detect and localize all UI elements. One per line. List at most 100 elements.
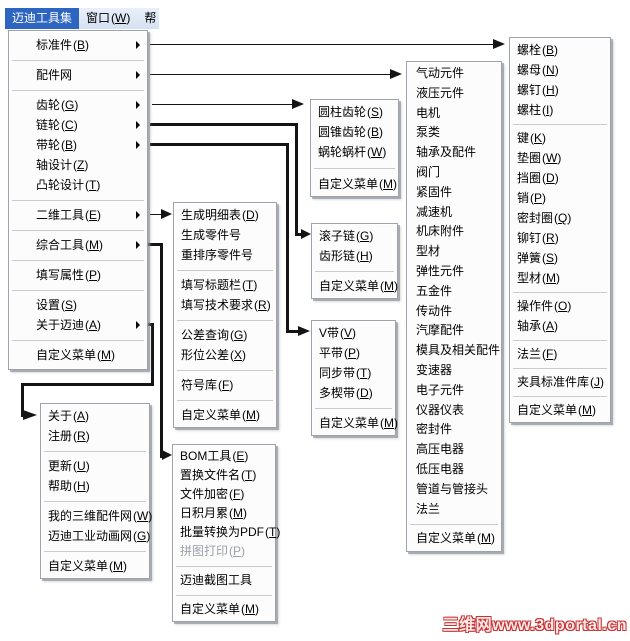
std-parts-menu-item[interactable]: 夹具标准件库(J)	[510, 372, 610, 392]
main-menu-item[interactable]: 凸轮设计(T)	[9, 175, 147, 195]
about-connector	[21, 382, 24, 417]
parts-net-menu-item[interactable]: 轴承及配件	[407, 143, 501, 163]
main-menu-item[interactable]: 关于迈迪(A)	[9, 315, 147, 335]
parts-net-menu-item[interactable]: 气动元件	[407, 64, 501, 84]
parts-net-menu-item[interactable]: 电机	[407, 104, 501, 124]
tools-2d-menu-item[interactable]: 生成零件号	[174, 225, 276, 245]
parts-net-menu-item[interactable]: 五金件	[407, 282, 501, 302]
parts-net-menu-item[interactable]: 泵类	[407, 123, 501, 143]
chain-menu-item[interactable]: 滚子链(G)	[312, 226, 397, 246]
tools-2d-menu-item[interactable]: 自定义菜单(M)	[174, 405, 276, 425]
misc-tools-menu-item[interactable]: BOM工具(E)	[173, 447, 275, 466]
about-menu-item[interactable]: 自定义菜单(M)	[41, 556, 149, 576]
std-parts-menu-item[interactable]: 轴承(A)	[510, 316, 610, 336]
about-menu-item[interactable]: 迈迪工业动画网(G)	[41, 526, 150, 546]
about-menu-item[interactable]: 我的三维配件网(W)	[41, 506, 152, 526]
parts-net-menu-item[interactable]: 机床附件	[407, 222, 501, 242]
main-menu-item[interactable]: 二维工具(E)	[9, 205, 147, 225]
std-parts-menu-item[interactable]: 螺母(N)	[510, 60, 610, 80]
gear-menu-item[interactable]: 自定义菜单(M)	[311, 174, 398, 194]
std-parts-menu-item[interactable]: 销(P)	[510, 188, 610, 208]
about-menu-item[interactable]: 帮助(H)	[41, 476, 149, 496]
tools-2d-menu-item[interactable]: 填写技术要求(R)	[174, 295, 276, 315]
menubar-tab-2[interactable]: 帮	[137, 8, 159, 29]
submenu-arrow-icon	[136, 41, 140, 49]
belt-menu-item[interactable]: 自定义菜单(M)	[312, 413, 398, 433]
std-parts-menu-item[interactable]: 垫圈(W)	[510, 148, 610, 168]
parts-net-menu-item[interactable]: 减速机	[407, 203, 501, 223]
std-parts-menu-item[interactable]: 操作件(O)	[510, 296, 610, 316]
misc-tools-menu-item[interactable]: 日积月累(M)	[173, 504, 275, 523]
parts-net-menu-item[interactable]: 仪器仪表	[407, 401, 501, 421]
tools-2d-menu-item[interactable]: 填写标题栏(T)	[174, 275, 276, 295]
parts-net-menu-item[interactable]: 紧固件	[407, 183, 501, 203]
tools-2d-menu-item[interactable]: 公差查询(G)	[174, 325, 276, 345]
parts-net-menu-item[interactable]: 管道与管接头	[407, 480, 501, 500]
main-menu-item[interactable]: 设置(S)	[9, 295, 147, 315]
menubar-tab-0[interactable]: 迈迪工具集	[5, 8, 80, 29]
main-menu-item[interactable]: 标准件(B)	[9, 35, 147, 55]
parts-net-menu-item[interactable]: 密封件	[407, 420, 501, 440]
misc-tools-menu-item[interactable]: 置换文件名(T)	[173, 466, 275, 485]
belt-menu-item[interactable]: 同步带(T)	[312, 363, 395, 383]
tools-2d-menu-item[interactable]: 形位公差(X)	[174, 345, 276, 365]
chain-menu-item[interactable]: 齿形链(H)	[312, 246, 397, 266]
accel-key: (D)	[542, 171, 559, 185]
parts-net-menu-item[interactable]: 低压电器	[407, 460, 501, 480]
main-menu-item[interactable]: 综合工具(M)	[9, 235, 147, 255]
std-parts-menu-item[interactable]: 键(K)	[510, 128, 610, 148]
chain-menu-item[interactable]: 自定义菜单(M)	[312, 276, 398, 296]
about-menu-item[interactable]: 注册(R)	[41, 426, 149, 446]
parts-net-menu-item[interactable]: 自定义菜单(M)	[407, 529, 501, 549]
parts-net-menu-item[interactable]: 法兰	[407, 500, 501, 520]
main-menu-item[interactable]: 配件网	[9, 65, 147, 85]
std-parts-menu-item[interactable]: 螺柱(I)	[510, 100, 610, 120]
tools-2d-menu-item[interactable]: 生成明细表(D)	[174, 205, 276, 225]
main-menu-item[interactable]: 轴设计(Z)	[9, 155, 147, 175]
parts-net-menu-item[interactable]: 变速器	[407, 361, 501, 381]
menu-item-label: 链轮	[36, 118, 61, 132]
parts-net-menu-item[interactable]: 高压电器	[407, 440, 501, 460]
parts-net-menu-item[interactable]: 阀门	[407, 163, 501, 183]
gear-menu-item[interactable]: 圆锥齿轮(B)	[311, 122, 398, 142]
parts-net-menu-item[interactable]: 传动件	[407, 302, 501, 322]
main-menu-item[interactable]: 带轮(B)	[9, 135, 147, 155]
tools-2d-menu-item[interactable]: 符号库(F)	[174, 375, 276, 395]
parts-net-menu-item[interactable]: 弹性元件	[407, 262, 501, 282]
tools-2d-menu-item[interactable]: 重排序零件号	[174, 245, 276, 265]
std-parts-menu-item[interactable]: 挡圈(D)	[510, 168, 610, 188]
belt-menu-item[interactable]: 多楔带(D)	[312, 383, 395, 403]
gear-menu-item[interactable]: 蜗轮蜗杆(W)	[311, 142, 398, 162]
std-parts-menu-item[interactable]: 密封圈(Q)	[510, 208, 610, 228]
main-menu-item[interactable]: 链轮(C)	[9, 115, 147, 135]
std-parts-menu-item[interactable]: 螺栓(B)	[510, 40, 610, 60]
std-parts-menu-item[interactable]: 型材(M)	[510, 268, 610, 288]
menu-item-label: 多楔带	[319, 386, 356, 400]
main-menu-item[interactable]: 自定义菜单(M)	[9, 345, 147, 365]
belt-menu-item[interactable]: V带(V)	[312, 323, 395, 343]
std-parts-menu-item[interactable]: 自定义菜单(M)	[510, 400, 610, 420]
misc-tools-menu-item[interactable]: 文件加密(F)	[173, 485, 275, 504]
std-parts-menu-item[interactable]: 法兰(F)	[510, 344, 610, 364]
main-menu-item[interactable]: 填写属性(P)	[9, 265, 147, 285]
gear-menu-item[interactable]: 圆柱齿轮(S)	[311, 102, 398, 122]
std-parts-menu-item[interactable]: 铆钉(R)	[510, 228, 610, 248]
misc-tools-menu-item[interactable]: 批量转换为PDF(T)	[173, 523, 280, 542]
menubar-tab-1[interactable]: 窗口(W)	[79, 8, 137, 29]
std-parts-menu-item[interactable]: 螺钉(H)	[510, 80, 610, 100]
parts-net-menu-item[interactable]: 汽摩配件	[407, 321, 501, 341]
std-parts-menu-item[interactable]: 弹簧(S)	[510, 248, 610, 268]
parts-net-menu-item[interactable]: 模具及相关配件	[407, 341, 501, 361]
parts-net-menu-item[interactable]: 电子元件	[407, 381, 501, 401]
parts-net-menu-item[interactable]: 液压元件	[407, 84, 501, 104]
main-menu-item[interactable]: 齿轮(G)	[9, 95, 147, 115]
tools-2d-menu: 生成明细表(D)生成零件号重排序零件号填写标题栏(T)填写技术要求(R) 公差查询…	[173, 202, 277, 428]
about-menu-item[interactable]: 更新(U)	[41, 456, 149, 476]
misc-tools-menu-item: 拼图打印(P)	[173, 542, 275, 561]
misc-tools-menu-item[interactable]: 自定义菜单(M)	[173, 600, 275, 619]
accel-key: (V)	[340, 326, 357, 340]
about-menu-item[interactable]: 关于(A)	[41, 406, 149, 426]
misc-tools-menu-item[interactable]: 迈迪截图工具	[173, 571, 275, 590]
belt-menu-item[interactable]: 平带(P)	[312, 343, 395, 363]
parts-net-menu-item[interactable]: 型材	[407, 242, 501, 262]
